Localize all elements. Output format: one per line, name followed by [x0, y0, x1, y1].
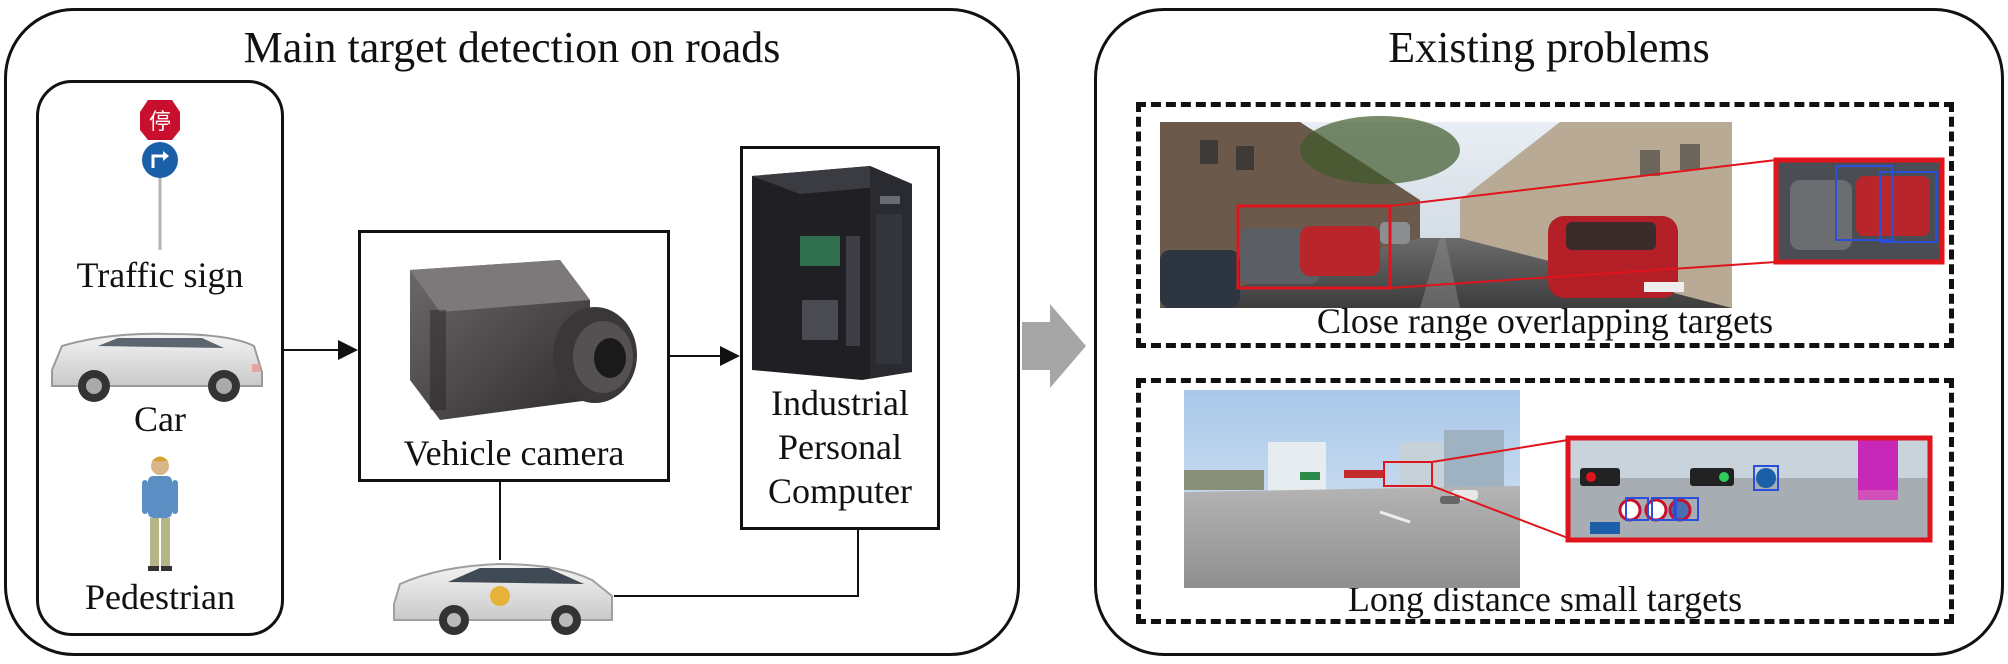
- traffic-sign-label: Traffic sign: [76, 255, 244, 295]
- long-distance-detection-box: [1383, 461, 1433, 487]
- pedestrian-label: Pedestrian: [85, 577, 235, 617]
- car-label: Car: [134, 399, 186, 439]
- close-range-zoom-inset: [1773, 157, 1945, 265]
- computer-label-line-2: Personal: [778, 427, 902, 467]
- flow-arrow-icon: [1022, 304, 1086, 388]
- main-detection-title: Main target detection on roads: [243, 23, 781, 72]
- pedestrian-icon: [142, 456, 178, 571]
- close-range-detection-box: [1236, 204, 1392, 290]
- existing-problems-title: Existing problems: [1388, 23, 1710, 72]
- stop-sign-glyph: 停: [149, 110, 171, 135]
- long-distance-zoom-inset: [1565, 435, 1933, 543]
- traffic-sign-icon: 停: [140, 100, 180, 250]
- connectors: [284, 340, 859, 597]
- vehicle-camera-label: Vehicle camera: [403, 433, 625, 473]
- computer-label-line-3: Computer: [768, 471, 912, 511]
- computer-label-line-1: Industrial: [771, 383, 909, 423]
- test-vehicle-icon: [393, 562, 613, 635]
- car-icon: [51, 332, 263, 402]
- vehicle-camera-icon: [410, 260, 637, 420]
- long-distance-street-image: [1184, 390, 1520, 588]
- industrial-pc-icon: [752, 166, 912, 380]
- close-range-street-image: [1160, 116, 1732, 308]
